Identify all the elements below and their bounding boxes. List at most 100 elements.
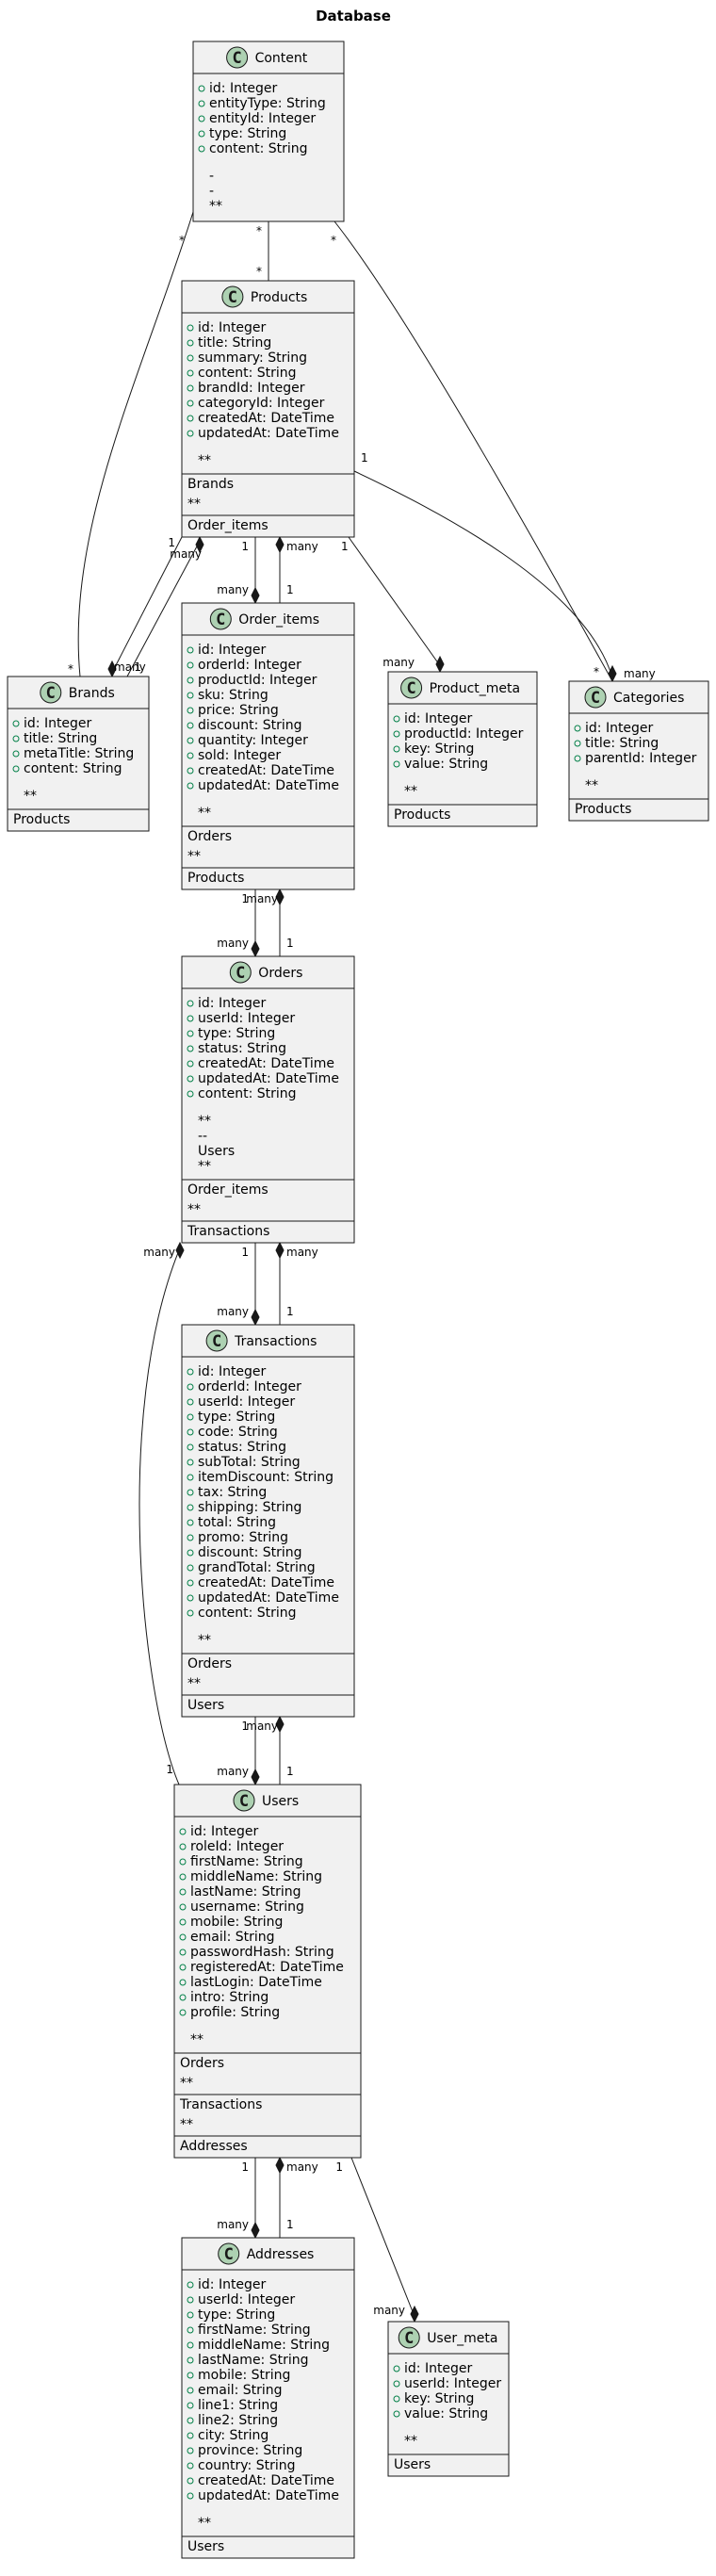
multiplicity-target: many <box>286 540 318 553</box>
composition-diamond <box>275 888 285 906</box>
public-visibility-icon <box>187 2356 194 2364</box>
section-label: Brands <box>187 477 234 492</box>
class-box <box>192 41 345 222</box>
class-attribute: type: String <box>209 126 286 141</box>
class-attribute: tax: String <box>198 1485 267 1500</box>
public-visibility-icon <box>187 661 194 669</box>
class-attribute: firstName: String <box>190 1854 303 1869</box>
class-attribute: lastLogin: DateTime <box>190 1975 322 1990</box>
public-visibility-icon <box>179 1918 187 1926</box>
class-attribute: email: String <box>190 1930 275 1945</box>
public-visibility-icon <box>179 1858 187 1866</box>
class-attribute: userId: Integer <box>198 1011 295 1026</box>
class-stereotype-letter: C <box>406 679 415 698</box>
class-note-line: ** <box>585 778 598 793</box>
public-visibility-icon <box>179 1873 187 1881</box>
composition-diamond <box>175 1241 185 1260</box>
multiplicity-source: 1 <box>241 1720 249 1733</box>
public-visibility-icon <box>179 1843 187 1850</box>
class-attribute: updatedAt: DateTime <box>198 2488 339 2503</box>
class-attribute: line1: String <box>198 2398 278 2413</box>
class-stereotype-icon <box>400 677 423 699</box>
public-visibility-icon <box>187 1594 194 1602</box>
class-attribute: firstName: String <box>198 2323 311 2338</box>
public-visibility-icon <box>187 430 194 437</box>
class-stereotype-icon <box>229 961 252 984</box>
class-attribute: sold: Integer <box>198 748 281 763</box>
public-visibility-icon <box>179 1888 187 1896</box>
class-note-line: ** <box>24 789 37 804</box>
public-visibility-icon <box>187 1030 194 1037</box>
public-visibility-icon <box>198 145 205 153</box>
public-visibility-icon <box>12 750 20 758</box>
class-attribute: entityType: String <box>209 96 326 111</box>
public-visibility-icon <box>393 760 400 768</box>
composition-diamond <box>275 1241 285 1260</box>
class-attribute: quantity: Integer <box>198 733 308 748</box>
public-visibility-icon <box>393 2380 400 2388</box>
class-name: Orders <box>258 966 302 981</box>
class-attribute: productId: Integer <box>404 726 524 742</box>
section-label: Addresses <box>180 2139 248 2154</box>
class-stereotype-letter: C <box>404 2329 414 2348</box>
section-label: Transactions <box>187 1224 269 1239</box>
public-visibility-icon <box>187 2402 194 2409</box>
section-label: Products <box>13 812 70 827</box>
composition-diamond <box>251 1308 260 1327</box>
multiplicity-target: many <box>246 892 278 905</box>
section-label: Users <box>187 2539 224 2554</box>
class-attribute: content: String <box>198 366 297 381</box>
class-name: Users <box>262 1794 299 1809</box>
multiplicity-target: * <box>68 662 73 676</box>
class-attribute: summary: String <box>198 351 307 366</box>
public-visibility-icon <box>187 1075 194 1083</box>
composition-diamond <box>251 1768 260 1786</box>
class-note-line: ** <box>404 784 417 799</box>
relation-line <box>138 1249 180 1785</box>
relation-line <box>126 544 199 677</box>
class-attribute: grandTotal: String <box>198 1560 316 1575</box>
public-visibility-icon <box>179 1994 187 2001</box>
class-note-line: ** <box>198 806 211 821</box>
class-attribute: lastName: String <box>198 2353 309 2368</box>
public-visibility-icon <box>187 1549 194 1557</box>
public-visibility-icon <box>198 100 205 107</box>
multiplicity-source: 1 <box>286 937 294 950</box>
class-stereotype-icon <box>226 46 249 69</box>
class-attribute: value: String <box>404 2406 488 2421</box>
class-name: Brands <box>69 686 115 701</box>
class-note-line: - <box>209 169 214 184</box>
multiplicity-target: many <box>286 1246 318 1259</box>
class-attribute: id: Integer <box>198 1364 267 1379</box>
multiplicity-source: * <box>256 224 262 237</box>
class-attribute: id: Integer <box>198 643 267 658</box>
public-visibility-icon <box>187 737 194 744</box>
public-visibility-icon <box>187 1398 194 1406</box>
class-attribute: updatedAt: DateTime <box>198 426 339 441</box>
section-trail: ** <box>187 849 201 864</box>
class-attribute: orderId: Integer <box>198 658 301 673</box>
public-visibility-icon <box>187 369 194 377</box>
multiplicity-source: 1 <box>168 536 175 549</box>
section-label: Transactions <box>179 2097 262 2112</box>
class-stereotype-letter: C <box>216 611 225 629</box>
class-attribute: entityId: Integer <box>209 111 316 126</box>
class-note-line: ** <box>198 453 211 468</box>
section-label: Products <box>394 807 450 823</box>
public-visibility-icon <box>187 1015 194 1022</box>
